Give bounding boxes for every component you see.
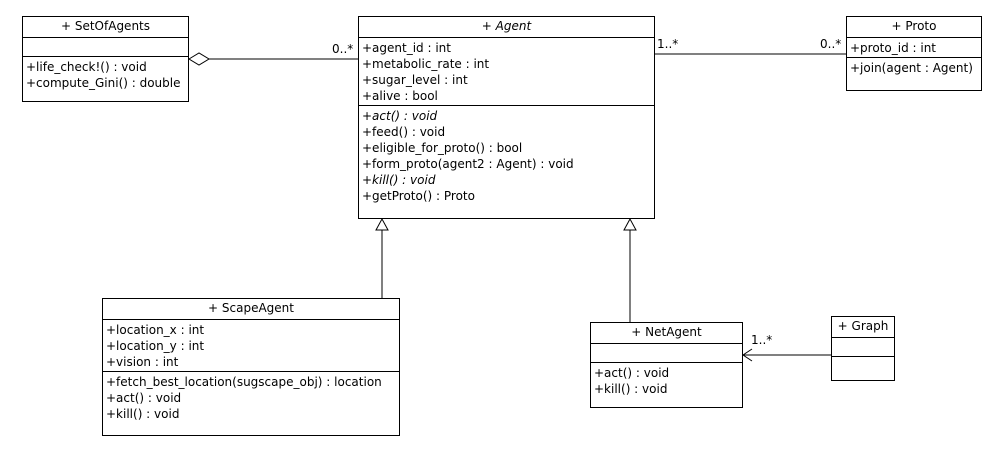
attribute: +proto_id : int	[850, 41, 936, 55]
class-graph[interactable]: + Graph	[831, 316, 895, 381]
class-scape-agent[interactable]: + ScapeAgent +location_x : int +location…	[102, 298, 400, 436]
class-name: + Graph	[832, 317, 894, 338]
class-net-agent[interactable]: + NetAgent +act() : void +kill() : void	[590, 322, 743, 408]
generalization-triangle-scapeagent	[375, 217, 389, 231]
attributes-section	[832, 338, 894, 357]
operations-section: +join(agent : Agent)	[847, 58, 981, 77]
attributes-section	[23, 38, 188, 57]
class-name: + NetAgent	[591, 323, 742, 344]
class-set-of-agents[interactable]: + SetOfAgents +life_check!() : void +com…	[22, 16, 189, 102]
attribute: +metabolic_rate : int	[362, 57, 490, 71]
operations-section	[832, 357, 894, 375]
operation: +join(agent : Agent)	[850, 61, 973, 75]
attribute: +location_y : int	[106, 339, 205, 353]
multiplicity-label: 1..*	[751, 333, 773, 347]
class-name: + SetOfAgents	[23, 17, 188, 38]
operation-abstract: +kill() : void	[362, 173, 436, 187]
attribute: +sugar_level : int	[362, 73, 468, 87]
navigation-arrowhead	[742, 348, 753, 362]
operations-section: +act() : void +kill() : void	[591, 363, 742, 398]
attributes-section: +location_x : int +location_y : int +vis…	[103, 320, 399, 372]
attributes-section: +proto_id : int	[847, 38, 981, 58]
operations-section: +fetch_best_location(sugscape_obj) : loc…	[103, 372, 399, 423]
operation: +compute_Gini() : double	[26, 76, 181, 90]
operation: +form_proto(agent2 : Agent) : void	[362, 157, 574, 171]
multiplicity-label: 0..*	[332, 42, 354, 56]
class-name: + Agent	[359, 17, 654, 38]
operation: +life_check!() : void	[26, 60, 147, 74]
operations-section: +life_check!() : void +compute_Gini() : …	[23, 57, 188, 92]
operation: +getProto() : Proto	[362, 189, 475, 203]
attributes-section: +agent_id : int +metabolic_rate : int +s…	[359, 38, 654, 106]
operation: +kill() : void	[594, 382, 668, 396]
class-name: + Proto	[847, 17, 981, 38]
class-agent[interactable]: + Agent +agent_id : int +metabolic_rate …	[358, 16, 655, 219]
operation-abstract: +act() : void	[362, 109, 438, 123]
operation: +act() : void	[594, 366, 670, 380]
multiplicity-label: 1..*	[657, 37, 679, 51]
class-proto[interactable]: + Proto +proto_id : int +join(agent : Ag…	[846, 16, 982, 91]
attribute: +vision : int	[106, 355, 179, 369]
attribute: +location_x : int	[106, 323, 205, 337]
attribute: +agent_id : int	[362, 41, 451, 55]
class-name: + ScapeAgent	[103, 299, 399, 320]
aggregation-diamond	[188, 52, 210, 66]
operations-section: +act() : void +feed() : void +eligible_f…	[359, 106, 654, 205]
operation: +kill() : void	[106, 407, 180, 421]
operation: +feed() : void	[362, 125, 446, 139]
generalization-triangle-netagent	[623, 217, 637, 231]
attribute: +alive : bool	[362, 89, 438, 103]
operation: +eligible_for_proto() : bool	[362, 141, 523, 155]
operation: +fetch_best_location(sugscape_obj) : loc…	[106, 375, 382, 389]
operation: +act() : void	[106, 391, 182, 405]
multiplicity-label: 0..*	[820, 37, 842, 51]
attributes-section	[591, 344, 742, 363]
